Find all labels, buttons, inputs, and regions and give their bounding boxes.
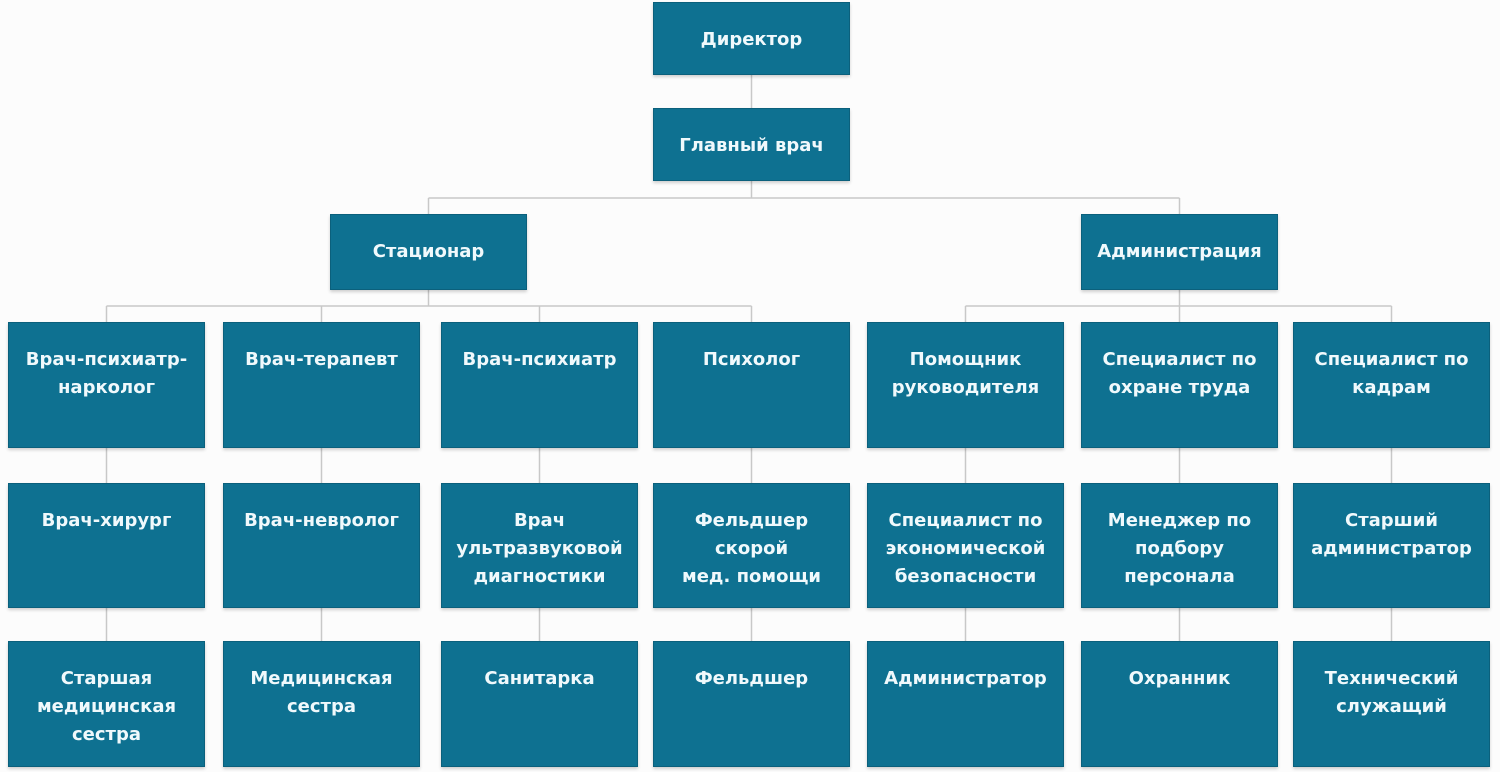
- org-node-ultrasound-doctor: Врач ультразвуковой диагностики: [441, 483, 638, 608]
- org-node-senior-administrator: Старший администратор: [1293, 483, 1490, 608]
- org-node-chief-physician: Главный врач: [653, 108, 850, 181]
- org-node-economic-security-specialist: Специалист по экономической безопасности: [867, 483, 1064, 608]
- org-node-inpatient: Стационар: [330, 214, 527, 290]
- org-node-nurse: Медицинская сестра: [223, 641, 420, 767]
- org-node-technical-worker: Технический служащий: [1293, 641, 1490, 767]
- org-node-paramedic: Фельдшер: [653, 641, 850, 767]
- org-node-security-guard: Охранник: [1081, 641, 1278, 767]
- org-node-administration: Администрация: [1081, 214, 1278, 290]
- org-node-head-nurse: Старшая медицинская сестра: [8, 641, 205, 767]
- org-node-neurologist: Врач-невролог: [223, 483, 420, 608]
- org-node-director: Директор: [653, 2, 850, 75]
- org-node-therapist: Врач-терапевт: [223, 322, 420, 448]
- org-node-surgeon: Врач-хирург: [8, 483, 205, 608]
- org-node-recruitment-manager: Менеджер по подбору персонала: [1081, 483, 1278, 608]
- org-node-labor-safety-specialist: Специалист по охране труда: [1081, 322, 1278, 448]
- org-node-psychologist: Психолог: [653, 322, 850, 448]
- org-node-psychiatrist-narcologist: Врач-психиатр- нарколог: [8, 322, 205, 448]
- org-node-ambulance-paramedic: Фельдшер скорой мед. помощи: [653, 483, 850, 608]
- org-node-orderly: Санитарка: [441, 641, 638, 767]
- org-node-administrator: Администратор: [867, 641, 1064, 767]
- org-node-hr-specialist: Специалист по кадрам: [1293, 322, 1490, 448]
- org-node-director-assistant: Помощник руководителя: [867, 322, 1064, 448]
- org-node-psychiatrist: Врач-психиатр: [441, 322, 638, 448]
